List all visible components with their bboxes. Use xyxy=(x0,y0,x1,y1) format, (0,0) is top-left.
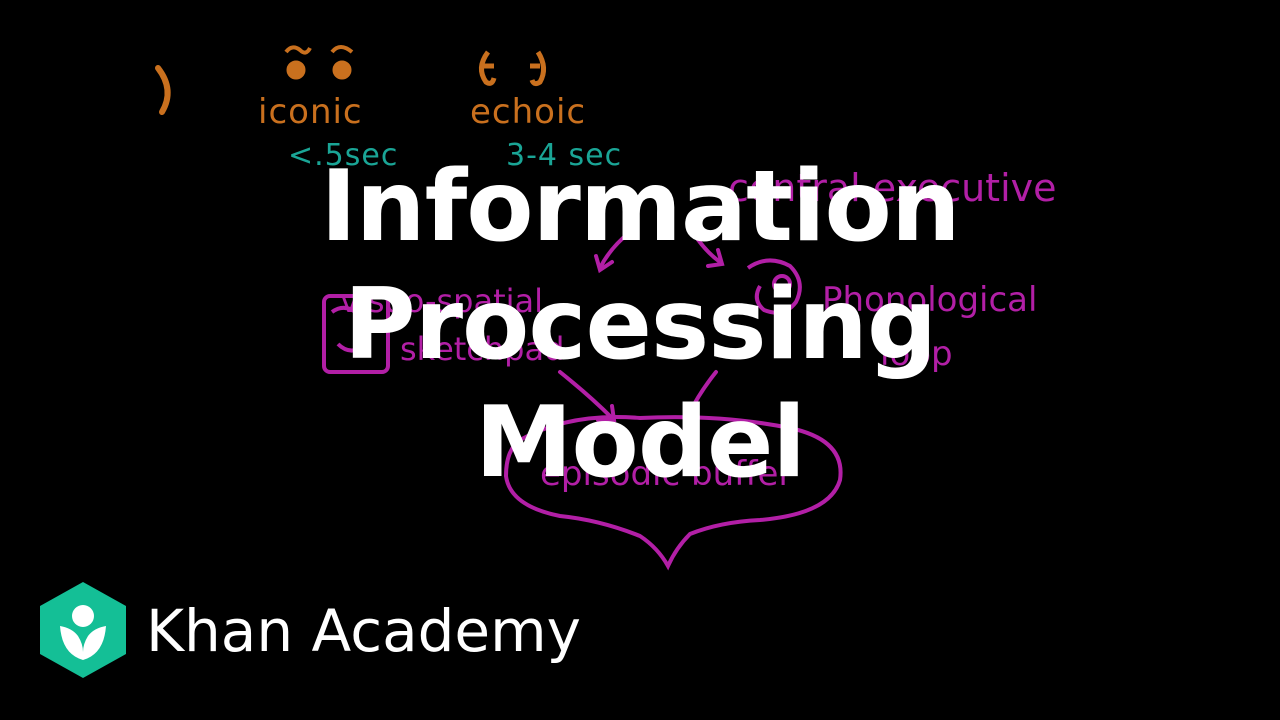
iconic-time-label: <.5sec xyxy=(288,138,399,173)
sketchpad-label: sketchpad xyxy=(400,330,565,368)
orange-bracket-stroke xyxy=(155,65,171,115)
central-executive-label: central executive xyxy=(728,166,1057,210)
iconic-label: iconic xyxy=(258,92,363,132)
eyes-icon xyxy=(284,45,354,80)
title-line-3: Model xyxy=(474,386,806,500)
head-icon xyxy=(746,258,802,315)
ears-icon xyxy=(479,50,546,87)
echoic-time-label: 3-4 sec xyxy=(506,138,623,173)
episodic-buffer-label: episodic buffer xyxy=(540,454,793,494)
brand-name: Khan Academy xyxy=(146,597,581,665)
loop-label: loop xyxy=(880,334,953,374)
sketchpad-box xyxy=(322,294,390,374)
episodic-buffer-outline xyxy=(503,414,843,571)
khan-academy-logo-icon xyxy=(40,582,126,678)
video-title: Information Processing Model xyxy=(0,148,1280,502)
phonological-label: Phonological xyxy=(822,280,1038,320)
title-line-2: Processing xyxy=(343,268,937,382)
echoic-label: echoic xyxy=(470,92,587,132)
diagram-arrows xyxy=(558,230,725,422)
title-line-1: Information xyxy=(320,150,960,264)
visuo-spatial-label: visuo-spatial xyxy=(340,282,544,320)
